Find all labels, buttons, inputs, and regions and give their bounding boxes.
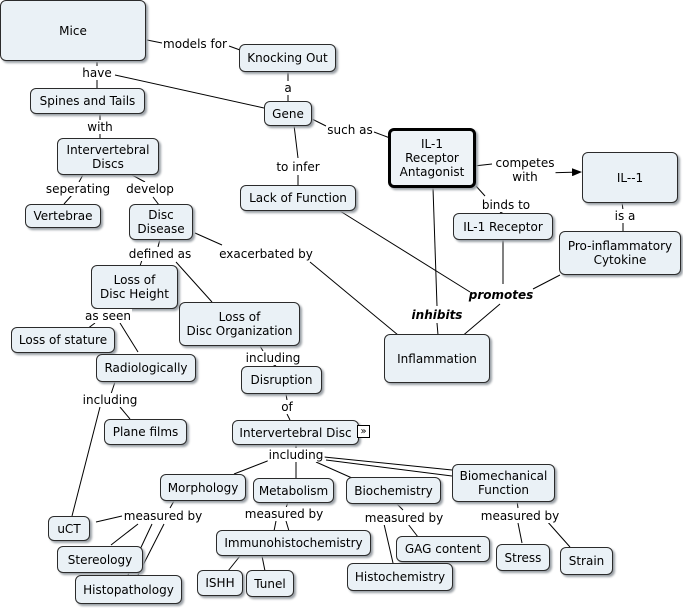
node-plane-films[interactable]: Plane films (104, 419, 187, 445)
node-ishh[interactable]: ISHH (197, 570, 243, 596)
node-spines-and-tails[interactable]: Spines and Tails (30, 88, 145, 114)
link-label-as-seen: as seen (83, 309, 133, 323)
link-label-a: a (283, 81, 293, 95)
link-label-have: have (81, 66, 113, 80)
link-label-measured-by-biomechanical: measured by (479, 509, 561, 523)
node-il1-receptor-antagonist[interactable]: IL-1 Receptor Antagonist (388, 128, 476, 188)
double-chevron-right-icon[interactable]: » (357, 425, 370, 438)
node-tunel[interactable]: Tunel (246, 570, 294, 597)
link-label-measured-by-metabolism: measured by (243, 507, 325, 521)
link-label-of: of (280, 400, 294, 414)
link-label-promotes: promotes (468, 288, 534, 302)
link-label-develop: develop (125, 182, 175, 196)
node-il-1-receptor[interactable]: IL-1 Receptor (453, 213, 553, 240)
node-vertebrae[interactable]: Vertebrae (25, 204, 101, 228)
node-loss-of-disc-height[interactable]: Loss of Disc Height (91, 265, 178, 309)
node-gene[interactable]: Gene (264, 101, 312, 126)
node-morphology[interactable]: Morphology (160, 474, 246, 501)
link-label-competes-with: competes with (494, 156, 556, 184)
link-label-inhibits: inhibits (411, 308, 463, 322)
node-disc-disease[interactable]: Disc Disease (129, 204, 193, 240)
node-stress[interactable]: Stress (496, 544, 550, 571)
link-label-including-disruption: including (244, 351, 302, 365)
node-histochemistry[interactable]: Histochemistry (347, 563, 453, 591)
node-mice[interactable]: Mice (0, 0, 146, 61)
node-pro-inflammatory-cytokine[interactable]: Pro-inflammatory Cytokine (559, 231, 681, 275)
node-loss-of-stature[interactable]: Loss of stature (11, 327, 115, 353)
node-knocking-out[interactable]: Knocking Out (239, 44, 336, 72)
node-loss-of-disc-organization[interactable]: Loss of Disc Organization (179, 302, 300, 346)
link-label-defined-as: defined as (127, 247, 193, 261)
node-strain[interactable]: Strain (560, 547, 613, 575)
link-label-measured-by-morphology: measured by (122, 509, 204, 523)
link-label-is-a: is a (613, 209, 637, 223)
node-histopathology[interactable]: Histopathology (75, 575, 182, 604)
link-label-exacerbated-by: exacerbated by (218, 247, 314, 261)
link-label-with: with (86, 120, 114, 134)
link-label-including-radiologically: including (81, 393, 139, 407)
node-intervertebral-disc[interactable]: Intervertebral Disc (232, 420, 359, 445)
link-label-binds-to: binds to (480, 198, 532, 212)
node-intervertebral-discs[interactable]: Intervertebral Discs (57, 138, 159, 175)
node-disruption[interactable]: Disruption (241, 366, 322, 394)
node-inflammation[interactable]: Inflammation (384, 334, 490, 383)
link-label-to-infer: to infer (275, 160, 321, 174)
node-immunohistochemistry[interactable]: Immunohistochemistry (216, 530, 371, 556)
node-biochemistry[interactable]: Biochemistry (346, 477, 441, 504)
node-lack-of-function[interactable]: Lack of Function (240, 185, 356, 211)
link-label-measured-by-biochemistry: measured by (363, 511, 445, 525)
link-label-models-for: models for (162, 37, 228, 51)
node-radiologically[interactable]: Radiologically (96, 354, 196, 382)
node-gag-content[interactable]: GAG content (396, 536, 490, 562)
link-label-seperating: seperating (44, 182, 112, 196)
link-label-including-disc: including (267, 448, 325, 462)
node-uct[interactable]: uCT (48, 516, 90, 541)
node-biomechanical-function[interactable]: Biomechanical Function (452, 464, 555, 502)
node-metabolism[interactable]: Metabolism (253, 478, 334, 503)
node-stereology[interactable]: Stereology (57, 546, 143, 573)
link-label-such-as: such as (326, 123, 374, 137)
node-il--1[interactable]: IL--1 (582, 152, 678, 203)
